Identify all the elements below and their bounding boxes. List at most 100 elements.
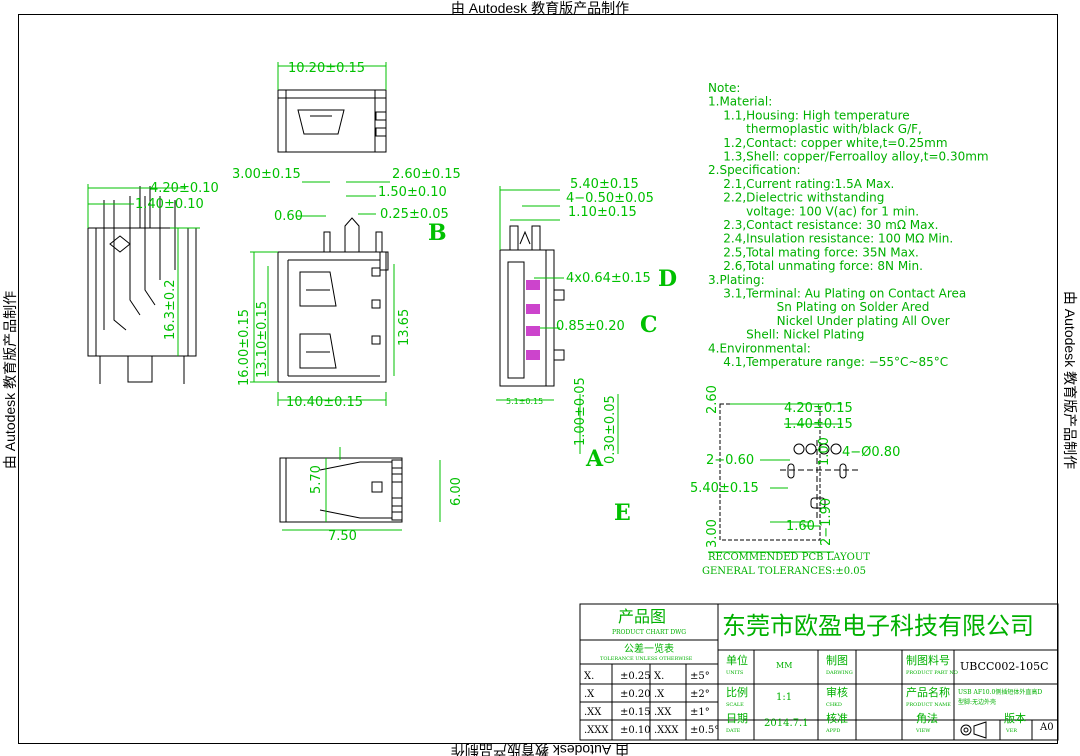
dim-6-00: 6.00	[449, 477, 464, 506]
pcb-dim-4-20: 4.20±0.15	[784, 401, 853, 416]
section-letter-b: B	[428, 220, 447, 246]
pcb-dim-5-40: 5.40±0.15	[690, 481, 759, 496]
tb-date-val: 2014.7.1	[764, 718, 809, 729]
tolerance-cell: ±1°	[690, 707, 710, 718]
note-line: 3.Plating:	[708, 273, 765, 287]
tb-scale-cn: 比例	[726, 685, 748, 699]
tb-drawing-en: DARWING	[826, 670, 853, 676]
tb-name-val2: 型脚:无边外壳	[958, 698, 996, 706]
side-view	[87, 186, 197, 384]
dim-1-00: 1.00±0.05	[573, 377, 588, 446]
note-line: Nickel Under plating All Over	[708, 314, 950, 328]
tb-part-val: UBCC002-105C	[960, 660, 1049, 673]
note-line: 1.1,Housing: High temperature	[708, 108, 910, 122]
dim-1-40: 1.40±0.10	[135, 197, 204, 212]
tb-rev-cn: 版本	[1004, 711, 1026, 725]
note-line: Shell: Nickel Plating	[708, 328, 864, 342]
pcb-dim-1-40: 1.40±0.15	[784, 417, 853, 432]
tb-drawing-cn: 制图	[826, 654, 848, 667]
dim-13-65: 13.65	[397, 309, 412, 346]
note-line: 2.6,Total unmating force: 8N Min.	[708, 259, 923, 273]
tb-view-en: VIEW	[915, 728, 931, 734]
tb-check-cn: 审核	[826, 685, 848, 699]
note-line: 2.3,Contact resistance: 30 mΩ Max.	[708, 218, 938, 232]
pcb-dim-3-00: 3.00	[705, 519, 720, 548]
tb-unit-val: MM	[776, 661, 792, 670]
dim-0-50: 4−0.50±0.05	[566, 191, 654, 206]
tb-view-cn: 角法	[916, 711, 938, 725]
top-view	[277, 89, 387, 153]
pcb-layout-title: RECOMMENDED PCB LAYOUT	[708, 552, 870, 563]
dim-0-30: 0.30±0.05	[603, 395, 618, 464]
note-line: voltage: 100 V(ac) for 1 min.	[708, 204, 919, 218]
tolerance-cell: ±5°	[690, 671, 710, 682]
tolerance-cell: .X	[654, 689, 665, 700]
pcb-dim-1-60: 1.60	[786, 519, 815, 534]
contact-pad	[526, 350, 540, 360]
pcb-dim-2-060: 2−0.60	[706, 453, 754, 468]
tolerance-cell: X.	[584, 671, 594, 682]
tolerance-cell: ±0.20	[620, 689, 651, 700]
tb-part-en: PRODUCT PART NO	[906, 670, 958, 676]
tb-tol-cn: 公差一览表	[624, 642, 674, 655]
note-line: 4.1,Temperature range: −55°C~85°C	[708, 355, 948, 369]
tb-name-cn: 产品名称	[906, 685, 950, 699]
note-line: thermoplastic with/black G/F,	[708, 122, 922, 136]
tolerance-cell: .X	[584, 689, 595, 700]
dim-0-25: 0.25±0.05	[380, 207, 449, 222]
note-line: 1.2,Contact: copper white,t=0.25mm	[708, 136, 948, 150]
tb-name-en: PRODUCT NAME	[906, 702, 951, 708]
note-line: 2.5,Total mating force: 35N Max.	[708, 245, 919, 259]
dim-2-60: 2.60±0.15	[392, 167, 461, 182]
dimension-lines	[87, 62, 842, 531]
section-letter-a: A	[585, 446, 604, 472]
dim-1-10: 1.10±0.15	[568, 205, 637, 220]
title-block-lines	[579, 603, 1059, 741]
tb-name-val1: USB AF10.0侧插短体外直高D	[958, 688, 1042, 696]
tb-appd-cn: 核准	[826, 711, 848, 725]
pcb-dim-4-080: 4−Ø0.80	[842, 445, 900, 460]
tb-tol-en: TOLERANCE UNLESS OTHERWISE	[600, 656, 693, 662]
note-line: Sn Plating on Solder Ared	[708, 300, 929, 314]
tb-scale-val: 1:1	[776, 692, 792, 703]
tolerance-cell: ±2°	[690, 689, 710, 700]
notes-block: Note:1.Material: 1.1,Housing: High tempe…	[708, 81, 989, 369]
tolerance-cell: ±0.10	[620, 725, 651, 736]
dim-0-85: 0.85±0.20	[556, 319, 625, 334]
section-letter-d: D	[658, 266, 677, 292]
tb-date-en: DATE	[726, 728, 741, 734]
dim-13-10: 13.10±0.15	[255, 301, 270, 378]
tolerance-cell: ±0.5°	[690, 725, 719, 736]
dim-4-20: 4.20±0.10	[150, 181, 219, 196]
pcb-dim-2-190: 2−1.90	[819, 498, 834, 546]
note-line: 2.Specification:	[708, 163, 801, 177]
tolerance-cell: X.	[654, 671, 664, 682]
dim-5-40: 5.40±0.15	[570, 177, 639, 192]
section-letter-c: C	[640, 312, 658, 338]
section-letter-e: E	[614, 500, 631, 526]
note-line: 1.Material:	[708, 95, 772, 109]
note-line: 2.2,Dielectric withstanding	[708, 191, 884, 205]
note-line: 2.4,Insulation resistance: 100 MΩ Min.	[708, 232, 953, 246]
tb-check-en: CHKD	[826, 702, 842, 708]
note-line: 3.1,Terminal: Au Plating on Contact Area	[708, 287, 966, 301]
note-line: 4.Environmental:	[708, 341, 811, 355]
bottom-view	[279, 457, 403, 523]
contact-pads	[526, 280, 540, 360]
tb-unit-cn: 单位	[726, 653, 748, 667]
dim-5-1: 5.1±0.15	[506, 397, 543, 406]
tb-chart-cn: 产品图	[618, 607, 666, 626]
tb-date-cn: 日期	[726, 712, 748, 725]
dim-7-50: 7.50	[328, 529, 357, 544]
pcb-dim-1-00: 1.00	[817, 437, 832, 466]
note-line: 1.3,Shell: copper/Ferroalloy alloy,t=0.3…	[708, 150, 989, 164]
watermark-top: 由 Autodesk 教育版产品制作	[450, 0, 630, 16]
tb-rev-en: VER	[1005, 728, 1017, 734]
tb-unit-en: UNITS	[726, 670, 744, 676]
dim-4x064: 4x0.64±0.15	[566, 271, 651, 286]
contact-pad	[526, 304, 540, 314]
tb-part-cn: 制图料号	[906, 653, 950, 667]
